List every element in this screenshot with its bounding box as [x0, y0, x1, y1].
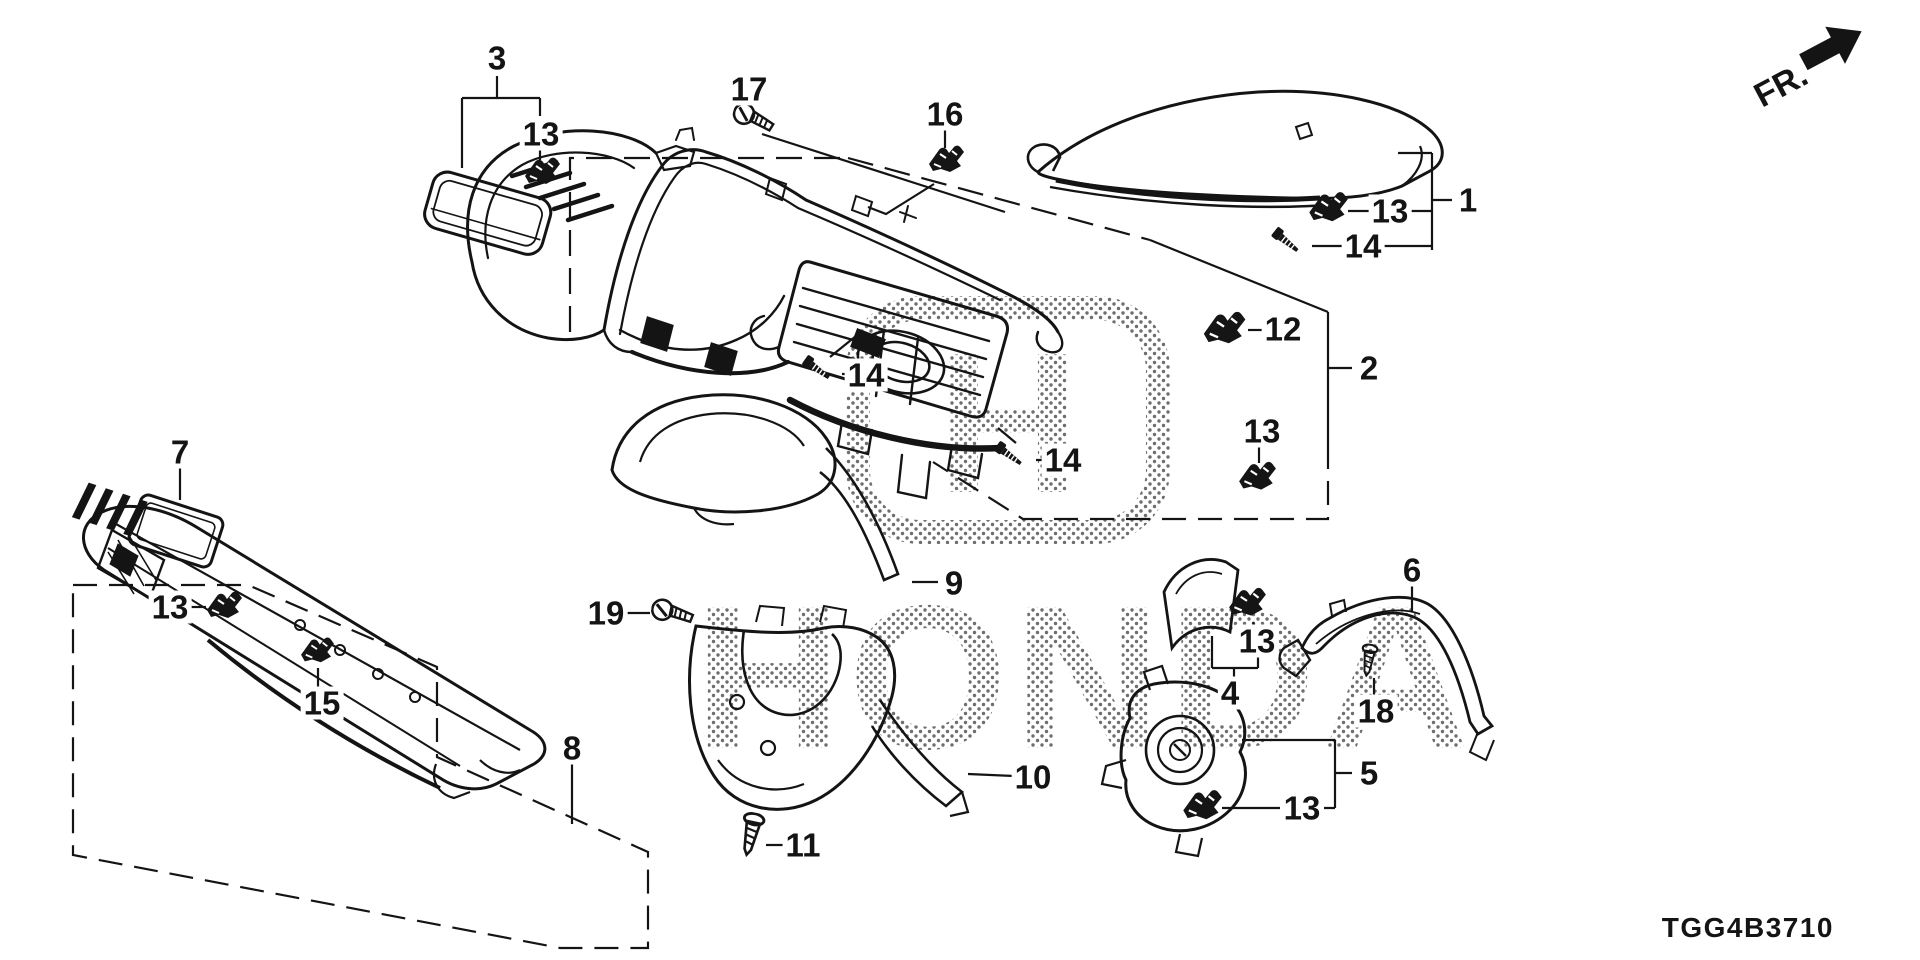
part-7-switch-garnish — [71, 482, 225, 569]
part-callout-1: 1 — [1455, 183, 1481, 217]
part-callout-14: 14 — [1041, 443, 1085, 477]
part-9-column-upper-garnish — [610, 393, 900, 582]
part-6-garnish-strip — [1278, 595, 1495, 762]
clip-icon — [206, 590, 243, 619]
part-callout-6: 6 — [1399, 553, 1425, 587]
part-callout-13: 13 — [1368, 194, 1412, 228]
part-callout-10: 10 — [1011, 760, 1055, 794]
watermark-h-badge — [846, 296, 1170, 544]
part-callout-11: 11 — [782, 828, 824, 862]
bolt-icon — [1270, 225, 1303, 255]
phantom-outline-driver-garnish — [71, 583, 650, 950]
part-1-upper-cover — [1026, 89, 1444, 209]
part-10-column-lower-cover — [688, 604, 970, 818]
part-callout-15: 15 — [300, 686, 344, 720]
diagram-code: TGG4B3710 — [1661, 912, 1834, 943]
part-callout-5: 5 — [1356, 756, 1382, 790]
clip-icon — [1182, 789, 1223, 821]
part-callout-9: 9 — [941, 566, 967, 600]
part-callout-13: 13 — [1240, 414, 1284, 448]
fr-label: FR. — [1748, 56, 1814, 115]
part-callout-13: 13 — [1235, 624, 1279, 658]
watermark-badge-letter: H — [936, 312, 1080, 535]
clip-icon — [1238, 460, 1277, 491]
clip-icon — [928, 144, 965, 173]
part-callout-14: 14 — [844, 358, 888, 392]
part-callout-17: 17 — [727, 72, 771, 106]
part-callout-16: 16 — [923, 97, 967, 131]
part-callout-13: 13 — [148, 590, 192, 624]
part-callout-2: 2 — [1356, 351, 1382, 385]
clip-icon — [300, 636, 335, 664]
screw-icon — [735, 810, 767, 859]
fr-direction-indicator: FR. — [1748, 26, 1862, 115]
part-3-lid-garnish — [423, 170, 553, 256]
part-callout-14: 14 — [1341, 229, 1385, 263]
clip-icon — [1202, 310, 1247, 345]
part-callout-3: 3 — [484, 41, 510, 75]
part-callout-19: 19 — [584, 596, 628, 630]
part-callout-18: 18 — [1354, 694, 1398, 728]
part-callout-8: 8 — [559, 731, 585, 765]
part-5-lock-assembly — [1100, 664, 1247, 858]
fr-arrow-icon — [1799, 26, 1862, 71]
part-callout-12: 12 — [1261, 312, 1305, 346]
part-4-garnish — [1162, 558, 1240, 652]
part-callout-4: 4 — [1217, 676, 1243, 710]
part-callout-13: 13 — [519, 117, 563, 151]
part-8-driver-lower-garnish — [82, 504, 547, 800]
part-callout-13: 13 — [1280, 791, 1324, 825]
part-callout-7: 7 — [167, 435, 193, 469]
phantom-outline-main — [568, 156, 1330, 521]
screw-icon — [649, 597, 696, 625]
